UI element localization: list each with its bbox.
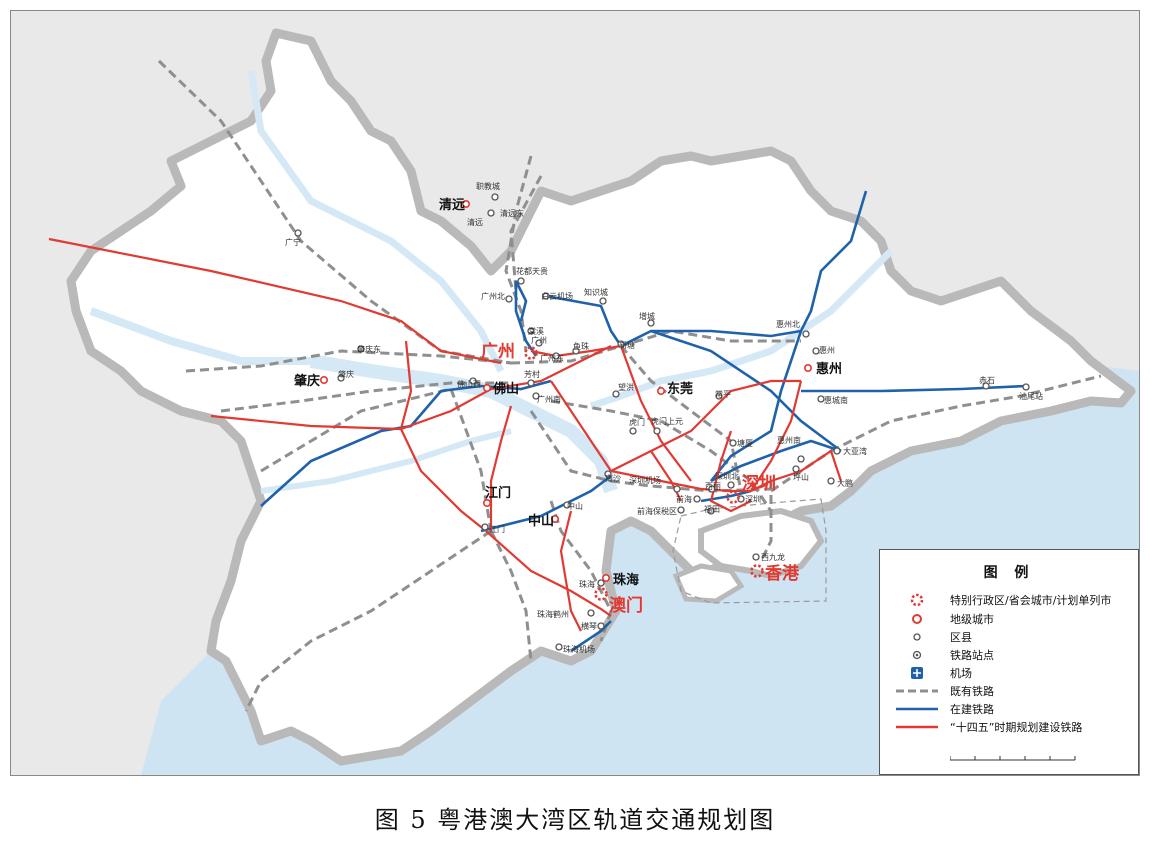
svg-text:前海: 前海 — [676, 494, 692, 504]
legend-item-airport: 机场 — [894, 665, 972, 681]
svg-text:珠海机场: 珠海机场 — [563, 644, 595, 654]
city-markers — [319, 200, 812, 582]
city-ring-icon — [912, 614, 922, 624]
label-shenzhen: 深圳 — [742, 473, 776, 494]
svg-text:横琴: 横琴 — [581, 621, 597, 631]
pearl-river — [309, 354, 618, 494]
lantau-island — [672, 563, 745, 604]
planned-railways — [48, 237, 843, 632]
svg-text:花都天贵: 花都天贵 — [516, 266, 548, 276]
svg-text:虎门上元: 虎门上元 — [651, 416, 683, 426]
county-ring-icon — [913, 633, 921, 641]
svg-text:深圳: 深圳 — [745, 494, 761, 504]
svg-text:广州东: 广州东 — [540, 353, 564, 363]
svg-text:坪山: 坪山 — [793, 472, 809, 482]
scale-bar — [950, 756, 1076, 761]
svg-text:广州: 广州 — [531, 335, 547, 345]
svg-text:塘厦: 塘厦 — [737, 438, 753, 448]
red-line — [896, 725, 938, 729]
label-hongkong: 香港 — [765, 563, 800, 584]
sar-icon — [910, 593, 924, 607]
svg-text:广宁: 广宁 — [285, 237, 301, 247]
svg-text:增城: 增城 — [639, 311, 655, 321]
svg-text:新塘: 新塘 — [619, 340, 635, 350]
label-qingyuan: 清远 — [439, 197, 465, 213]
label-foshan: 佛山 — [492, 381, 519, 397]
west-river — [89, 307, 311, 365]
svg-text:惠州南: 惠州南 — [777, 435, 801, 445]
label-huizhou: 惠州 — [816, 361, 842, 377]
svg-text:西丽: 西丽 — [705, 482, 721, 491]
station-markers — [294, 193, 1030, 651]
label-zhaoqing: 肇庆 — [293, 373, 320, 389]
svg-text:珠海: 珠海 — [579, 579, 595, 589]
svg-text:大亚湾: 大亚湾 — [843, 446, 867, 456]
svg-text:深圳机场: 深圳机场 — [629, 475, 661, 485]
svg-text:大鹏: 大鹏 — [837, 478, 853, 488]
svg-text:珠海鹤州: 珠海鹤州 — [537, 609, 569, 619]
legend-item-city: 地级城市 — [894, 611, 994, 627]
svg-text:芳村: 芳村 — [524, 369, 540, 379]
label-zhongshan: 中山 — [528, 513, 554, 529]
label-macau: 澳门 — [609, 595, 643, 616]
airport-icon — [911, 667, 923, 679]
label-jiangmen: 江门 — [485, 485, 511, 501]
svg-text:职教城: 职教城 — [476, 181, 500, 191]
svg-text:南沙: 南沙 — [605, 473, 621, 483]
svg-text:佛山西: 佛山西 — [457, 379, 481, 389]
svg-text:清远东: 清远东 — [500, 208, 524, 218]
svg-text:西九龙: 西九龙 — [761, 552, 785, 562]
figure-caption: 图 5 粤港澳大湾区轨道交通规划图 — [374, 806, 776, 834]
legend-item-construction: 在建铁路 — [894, 701, 994, 717]
map-frame: 广州 深圳 香港 澳门 清远 肇庆 佛山 东莞 惠州 江门 中山 珠海 职教城 … — [10, 10, 1140, 776]
legend-item-existing: 既有铁路 — [894, 683, 994, 699]
tan-river — [260, 428, 512, 494]
map-legend: 图 例 特别行政区/省会城市/计划单列市 地级城市 区县 铁路站点 机场 既有铁… — [879, 549, 1139, 775]
svg-text:棠溪: 棠溪 — [528, 326, 544, 336]
svg-text:惠州北: 惠州北 — [776, 319, 800, 329]
legend-title: 图 例 — [983, 565, 1035, 581]
east-river — [589, 248, 894, 410]
label-zhuhai: 珠海 — [613, 572, 639, 588]
svg-text:广州南: 广州南 — [537, 394, 561, 404]
svg-text:虎门: 虎门 — [629, 417, 645, 427]
svg-text:肇庆: 肇庆 — [338, 369, 354, 379]
svg-text:白云机场: 白云机场 — [541, 291, 573, 301]
svg-text:知识城: 知识城 — [584, 287, 608, 297]
svg-text:中山: 中山 — [567, 501, 583, 511]
svg-text:汕尾站: 汕尾站 — [1019, 391, 1043, 401]
svg-text:前海保税区: 前海保税区 — [637, 506, 677, 516]
sar-markers — [524, 346, 764, 601]
legend-item-sar: 特别行政区/省会城市/计划单列市 — [894, 592, 1111, 608]
svg-text:鱼珠: 鱼珠 — [573, 341, 589, 351]
svg-text:福田: 福田 — [704, 505, 720, 514]
legend-item-county: 区县 — [894, 629, 972, 645]
legend-item-station: 铁路站点 — [894, 647, 994, 663]
station-icon — [912, 650, 922, 660]
station-labels: 职教城 清远东 清远 广宁 花都天贵 广州北 白云机场 知识城 棠溪 广州 广州… — [285, 181, 1043, 654]
svg-text:惠州: 惠州 — [819, 345, 835, 355]
svg-text:肇庆东: 肇庆东 — [357, 344, 381, 354]
svg-text:江门: 江门 — [489, 524, 505, 534]
label-guangzhou: 广州 — [481, 341, 515, 362]
north-river — [247, 70, 505, 373]
svg-text:常平: 常平 — [715, 390, 731, 399]
svg-text:清远: 清远 — [467, 217, 483, 227]
label-dongguan: 东莞 — [667, 381, 693, 397]
svg-text:望洪: 望洪 — [618, 382, 634, 392]
svg-text:赤石: 赤石 — [979, 376, 995, 385]
svg-text:广州北: 广州北 — [481, 291, 505, 301]
hong-kong-land — [698, 507, 825, 580]
dashed-gray-line — [896, 689, 938, 693]
legend-item-planned: “十四五”时期规划建设铁路 — [894, 719, 1082, 735]
svg-text:深圳北: 深圳北 — [715, 471, 739, 481]
svg-text:惠城南: 惠城南 — [824, 395, 848, 405]
blue-line — [896, 707, 938, 711]
